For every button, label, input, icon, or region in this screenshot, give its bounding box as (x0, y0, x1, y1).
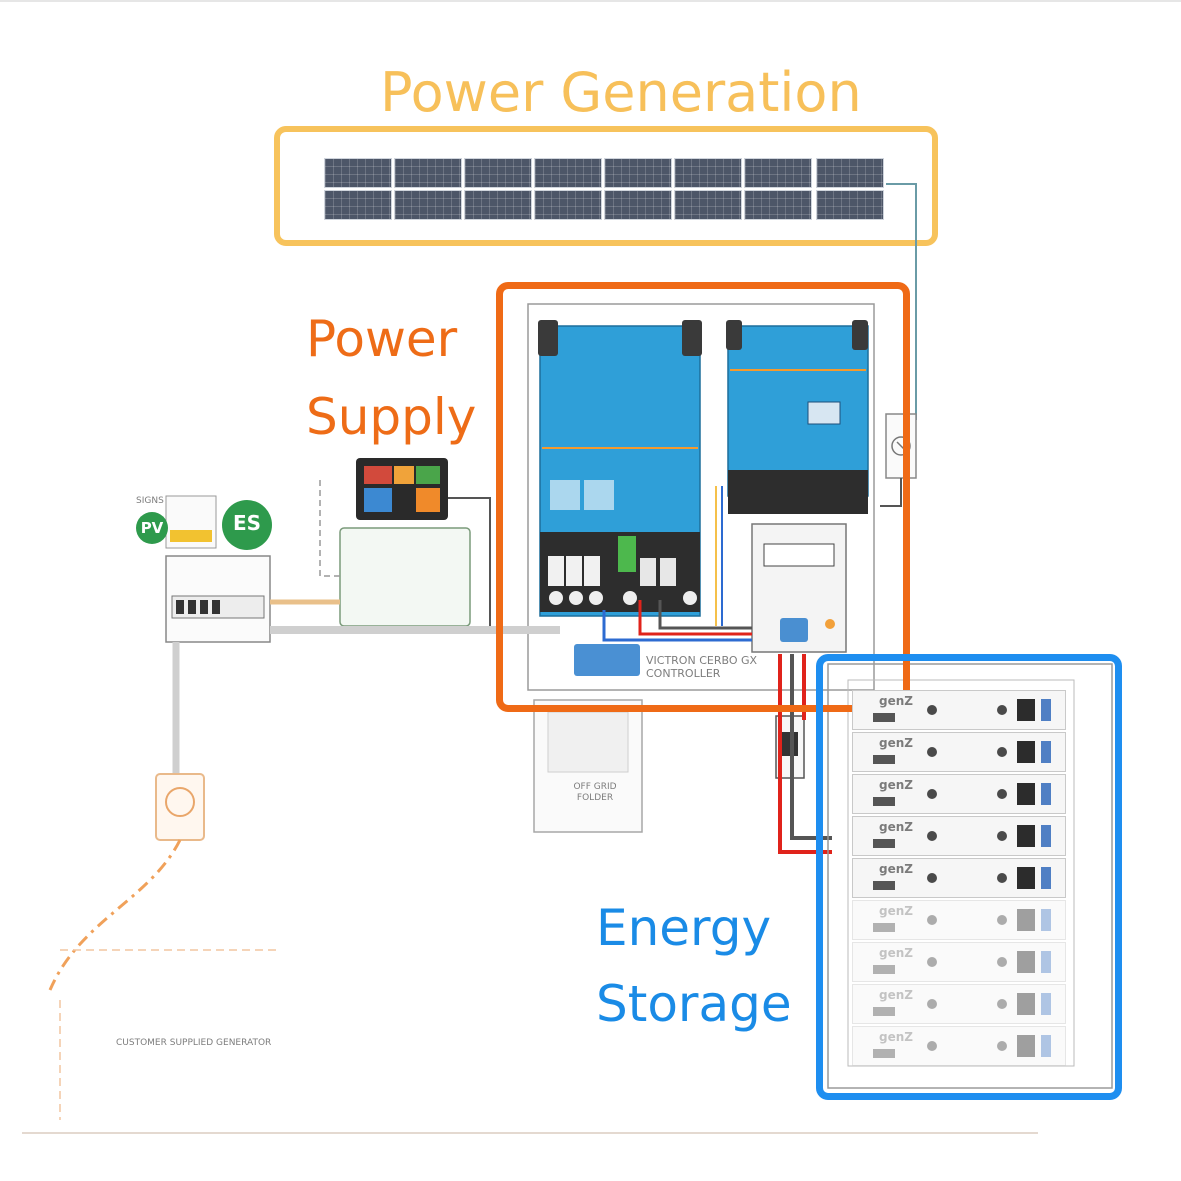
switchboard (165, 555, 271, 643)
ac-junction-box (339, 527, 471, 627)
inverter-icon (538, 320, 702, 617)
battery-module: genZ (852, 774, 1066, 814)
cerbo-gx-icon (574, 644, 640, 676)
battery-brand: genZ (879, 988, 913, 1002)
pv-sign-badge: PV (136, 512, 168, 544)
dc-distribution-box (751, 523, 847, 653)
battery-module: genZ (852, 984, 1066, 1024)
battery-module: genZ (852, 1026, 1066, 1066)
battery-module: genZ (852, 900, 1066, 940)
battery-brand: genZ (879, 904, 913, 918)
battery-brand: genZ (879, 862, 913, 876)
energy-storage-heading: Energy Storage (596, 890, 792, 1042)
power-generation-heading: Power Generation (380, 61, 862, 124)
bottom-rule (22, 1132, 1038, 1134)
battery-brand: genZ (879, 820, 913, 834)
off-grid-folder (533, 699, 643, 833)
battery-module: genZ (852, 942, 1066, 982)
off-grid-folder-label-line2: FOLDER (576, 793, 614, 803)
generator-label: CUSTOMER SUPPLIED GENERATOR (116, 1038, 272, 1048)
battery-brand: genZ (879, 778, 913, 792)
generator-inlet (155, 773, 205, 841)
battery-module: genZ (852, 732, 1066, 772)
cerbo-gx-label-line1: VICTRON CERBO GX (646, 654, 758, 667)
isolator-switch-icon (885, 413, 917, 479)
power-supply-frame (496, 282, 910, 712)
power-supply-heading: Power Supply (306, 300, 476, 456)
battery-brand: genZ (879, 736, 913, 750)
off-grid-folder-label: OFF GRID FOLDER (560, 782, 630, 804)
power-supply-heading-line2: Supply (306, 388, 477, 446)
es-sign-badge: ES (222, 500, 272, 550)
solar-panel-array-icon (324, 158, 886, 220)
warning-strip (170, 530, 212, 542)
charge-controller-icon (726, 320, 869, 514)
battery-brand: genZ (879, 694, 913, 708)
battery-brand: genZ (879, 1030, 913, 1044)
energy-storage-heading-line1: Energy (596, 899, 772, 957)
power-generation-frame (274, 126, 938, 246)
battery-module: genZ (852, 858, 1066, 898)
touch-display-icon (356, 458, 448, 520)
energy-storage-heading-line2: Storage (596, 975, 792, 1033)
battery-module: genZ (852, 690, 1066, 730)
cerbo-gx-label: VICTRON CERBO GX CONTROLLER (646, 654, 757, 680)
battery-module: genZ (852, 816, 1066, 856)
signs-label: SIGNS (136, 496, 164, 506)
cerbo-gx-label-line2: CONTROLLER (646, 667, 721, 680)
energy-storage-frame (816, 654, 1122, 1100)
battery-rack (827, 663, 1113, 1089)
off-grid-folder-label-line1: OFF GRID (573, 782, 617, 792)
generator-icon (59, 949, 280, 1120)
battery-brand: genZ (879, 946, 913, 960)
power-supply-heading-line1: Power (306, 310, 458, 368)
top-rule (0, 0, 1181, 2)
